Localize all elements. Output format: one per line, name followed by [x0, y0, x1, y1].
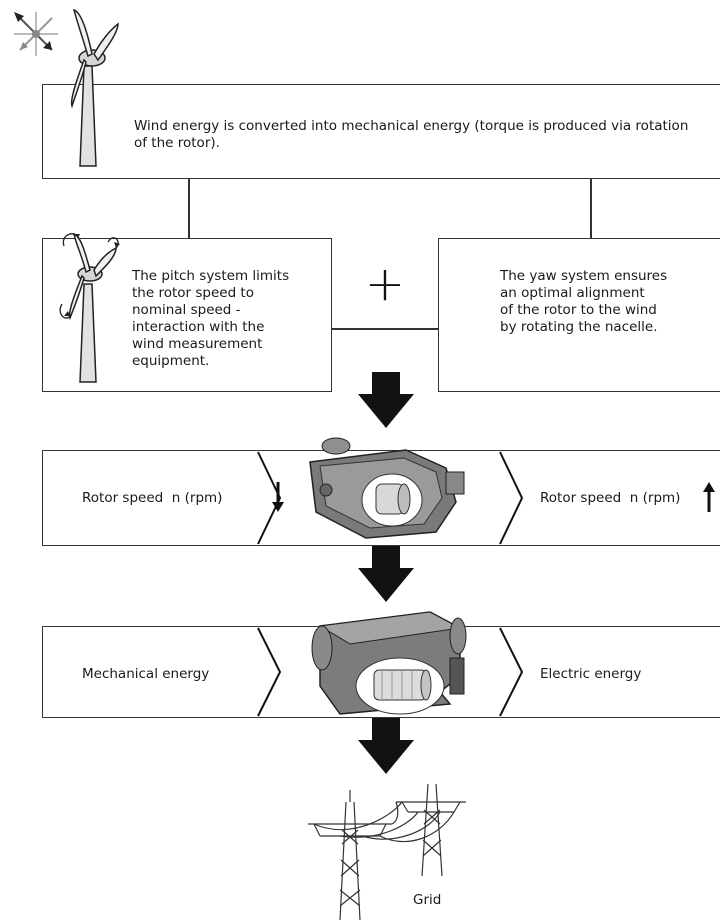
pitch-line-6: equipment.: [132, 353, 210, 369]
top-description-box: [42, 84, 720, 179]
pitch-line-4: interaction with the: [132, 319, 265, 335]
pitch-system-text: The pitch system limits the rotor speed …: [132, 268, 327, 370]
flow-arrow-2: [358, 546, 414, 602]
yaw-line-1: The yaw system ensures: [500, 268, 668, 284]
mechanical-energy-label: Mechanical energy: [82, 666, 210, 682]
pitch-turbine-icon: [59, 232, 120, 383]
pitch-line-5: wind measurement: [132, 336, 263, 352]
electric-energy-label: Electric energy: [540, 666, 642, 682]
power-pylon-icon: [308, 783, 466, 921]
yaw-system-text: The yaw system ensures an optimal alignm…: [500, 268, 710, 336]
connector-right: [590, 179, 592, 239]
generator-icon: [311, 611, 467, 715]
top-description-text: Wind energy is converted into mechanical…: [134, 118, 689, 151]
flow-arrow-1: [358, 372, 414, 428]
wind-turbine-icon: [70, 8, 119, 167]
arrow-up-icon: [703, 482, 715, 512]
pitch-line-1: The pitch system limits: [132, 268, 290, 284]
pitch-line-2: the rotor speed to: [132, 285, 254, 301]
arrow-down-icon: [272, 482, 284, 512]
connector-left: [188, 179, 190, 239]
gearbox-icon: [309, 437, 465, 539]
yaw-line-4: by rotating the nacelle.: [500, 319, 658, 335]
yaw-line-2: an optimal alignment: [500, 285, 645, 301]
generator-row-chevrons: [257, 627, 524, 717]
yaw-system-box: [438, 238, 720, 392]
rotor-speed-right-label: Rotor speed n (rpm): [540, 490, 681, 506]
yaw-line-3: of the rotor to the wind: [500, 302, 657, 318]
connector-middle: [332, 328, 438, 330]
grid-label: Grid: [413, 892, 442, 908]
flow-arrow-3: [358, 718, 414, 774]
rotor-speed-left-label: Rotor speed n (rpm): [82, 490, 223, 506]
plus-sign: +: [364, 256, 406, 312]
pitch-line-3: nominal speed -: [132, 302, 241, 318]
compass-arrows-icon: [14, 12, 58, 56]
gearbox-row-chevrons: [257, 451, 524, 545]
